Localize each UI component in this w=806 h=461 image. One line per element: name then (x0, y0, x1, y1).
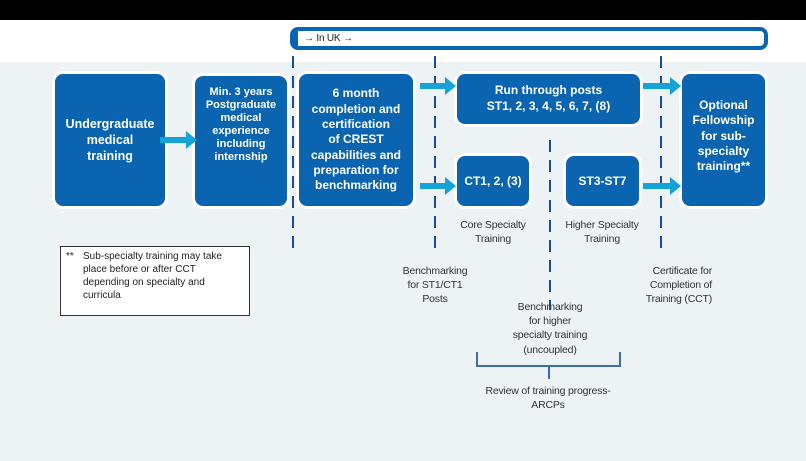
run-through-posts-box: Run through posts ST1, 2, 3, 4, 5, 6, 7,… (457, 74, 640, 124)
core-specialty-label: Core Specialty Training (460, 219, 526, 246)
review-arcp-label: Review of training progress- ARCPs (485, 385, 611, 412)
cct-certificate-label: Certificate for Completion of Training (… (645, 265, 712, 306)
core-training-box: CT1, 2, (3) (457, 156, 529, 206)
footnote-marker: ** (66, 251, 74, 262)
benchmarking-higher-label: Benchmarking for higher specialty traini… (512, 301, 588, 356)
arrow-right-icon (420, 177, 456, 195)
footnote-text: Sub-specialty training may take place be… (83, 251, 222, 301)
core-training-text: CT1, 2, (3) (464, 173, 522, 188)
arrow-right-icon (643, 177, 681, 195)
benchmarking-st1-label: Benchmarking for ST1/CT1 Posts (402, 265, 468, 306)
footnote-box: ** Sub-specialty training may take place… (60, 246, 250, 316)
optional-fellowship-box: Optional Fellowship for sub- specialty t… (682, 74, 765, 206)
run-through-posts-text: Run through posts ST1, 2, 3, 4, 5, 6, 7,… (486, 83, 611, 113)
postgraduate-experience-text: Min. 3 years Postgraduate medical experi… (205, 86, 277, 163)
dashed-divider-1 (292, 56, 294, 256)
arrow-right-icon (420, 77, 456, 95)
dashed-divider-4 (660, 56, 662, 256)
higher-training-box: ST3-ST7 (566, 156, 639, 206)
higher-training-text: ST3-ST7 (578, 173, 627, 188)
top-black-bar (0, 0, 806, 20)
undergraduate-training-text: Undergraduate medical training (65, 116, 155, 164)
arrow-right-icon (160, 131, 197, 149)
crest-certification-text: 6 month completion and certification of … (310, 86, 402, 193)
review-bracket-stem (548, 367, 550, 379)
arrow-right-icon (643, 77, 681, 95)
in-uk-banner: → In UK → (290, 27, 768, 50)
optional-fellowship-text: Optional Fellowship for sub- specialty t… (692, 98, 755, 174)
dashed-divider-2 (434, 56, 436, 256)
dashed-divider-3 (549, 140, 551, 310)
in-uk-label: → In UK → (304, 33, 353, 44)
crest-certification-box: 6 month completion and certification of … (299, 74, 413, 206)
undergraduate-training-box: Undergraduate medical training (55, 74, 165, 206)
postgraduate-experience-box: Min. 3 years Postgraduate medical experi… (195, 76, 287, 206)
higher-specialty-label: Higher Specialty Training (565, 219, 639, 246)
review-bracket (476, 352, 621, 367)
